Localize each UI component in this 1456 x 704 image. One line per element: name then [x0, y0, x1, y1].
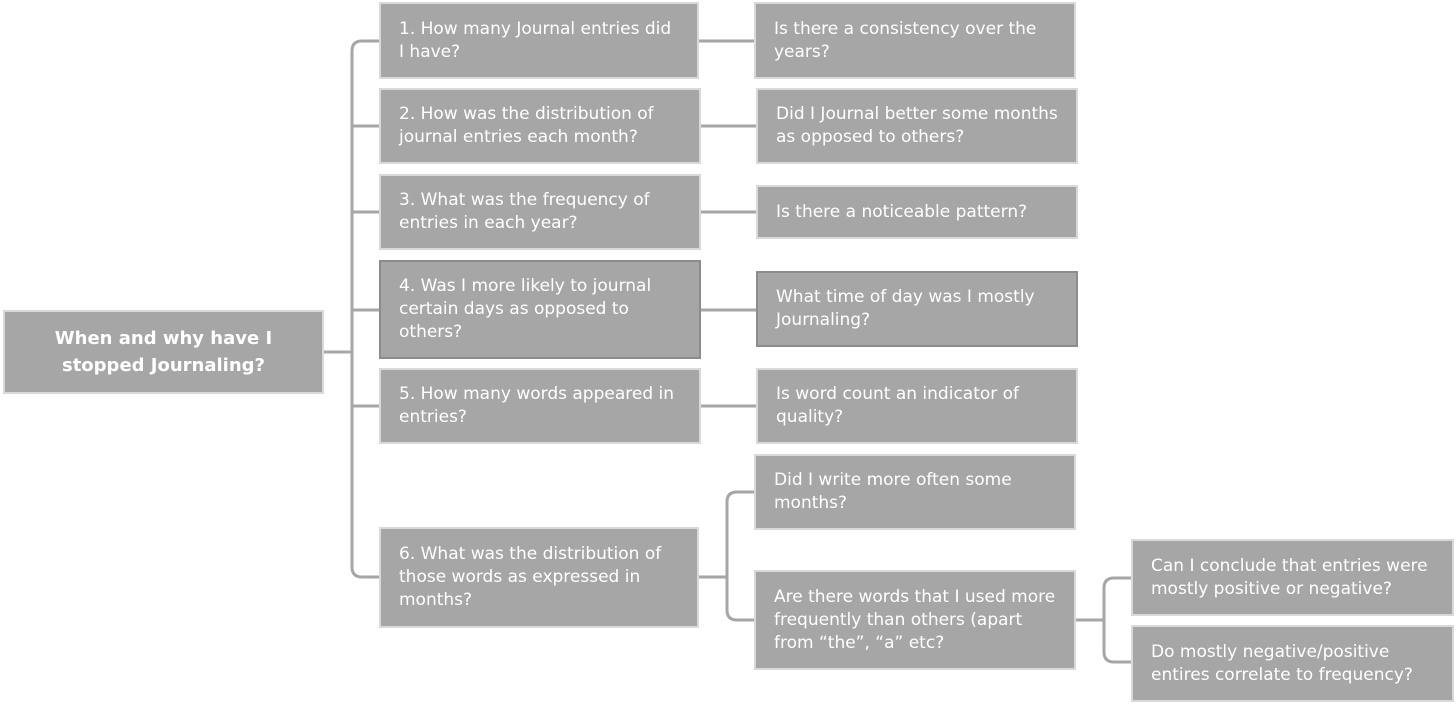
followup-label: What time of day was I mostly Journaling…	[776, 287, 1035, 330]
question-label: 2. How was the distribution of journal e…	[399, 104, 654, 147]
question-label: 3. What was the frequency of entries in …	[399, 190, 650, 233]
question-label: 5. How many words appeared in entries?	[399, 384, 675, 427]
followup-label: Is there a consistency over the years?	[774, 18, 1037, 62]
root-label: When and why have I stopped Journaling?	[54, 328, 273, 376]
followup-node-1: Is there a consistency over the years?	[754, 2, 1076, 79]
subfollowup-node-1: Can I conclude that entries were mostly …	[1131, 539, 1454, 616]
followup-label: Are there words that I used more frequen…	[774, 586, 1056, 653]
subfollowup-label: Can I conclude that entries were mostly …	[1151, 555, 1428, 599]
subfollowup-node-2: Do mostly negative/positive entires corr…	[1131, 625, 1454, 702]
question-label: 6. What was the distribution of those wo…	[399, 544, 662, 610]
question-node-3: 3. What was the frequency of entries in …	[379, 174, 701, 250]
followup-label: Did I write more often some months?	[774, 470, 1012, 513]
question-node-4: 4. Was I more likely to journal certain …	[379, 260, 701, 359]
root-node: When and why have I stopped Journaling?	[3, 310, 324, 394]
question-node-2: 2. How was the distribution of journal e…	[379, 88, 701, 164]
followup-node-6: Did I write more often some months?	[754, 454, 1076, 530]
question-node-5: 5. How many words appeared in entries?	[379, 368, 701, 444]
question-node-1: 1. How many Journal entries did I have?	[379, 2, 699, 79]
followup-label: Did I Journal better some months as oppo…	[776, 104, 1058, 147]
question-label: 4. Was I more likely to journal certain …	[399, 276, 652, 342]
followup-label: Is there a noticeable pattern?	[776, 201, 1028, 222]
connector-f7-split	[1102, 576, 1136, 664]
connector-q6-split	[725, 490, 758, 622]
subfollowup-label: Do mostly negative/positive entires corr…	[1151, 641, 1413, 685]
question-node-6: 6. What was the distribution of those wo…	[379, 527, 699, 628]
followup-node-7: Are there words that I used more frequen…	[754, 570, 1076, 670]
question-label: 1. How many Journal entries did I have?	[399, 18, 672, 62]
followup-label: Is word count an indicator of quality?	[776, 384, 1020, 427]
followup-node-4: What time of day was I mostly Journaling…	[756, 271, 1078, 347]
followup-node-2: Did I Journal better some months as oppo…	[756, 88, 1078, 164]
followup-node-3: Is there a noticeable pattern?	[756, 185, 1078, 239]
followup-node-5: Is word count an indicator of quality?	[756, 368, 1078, 444]
